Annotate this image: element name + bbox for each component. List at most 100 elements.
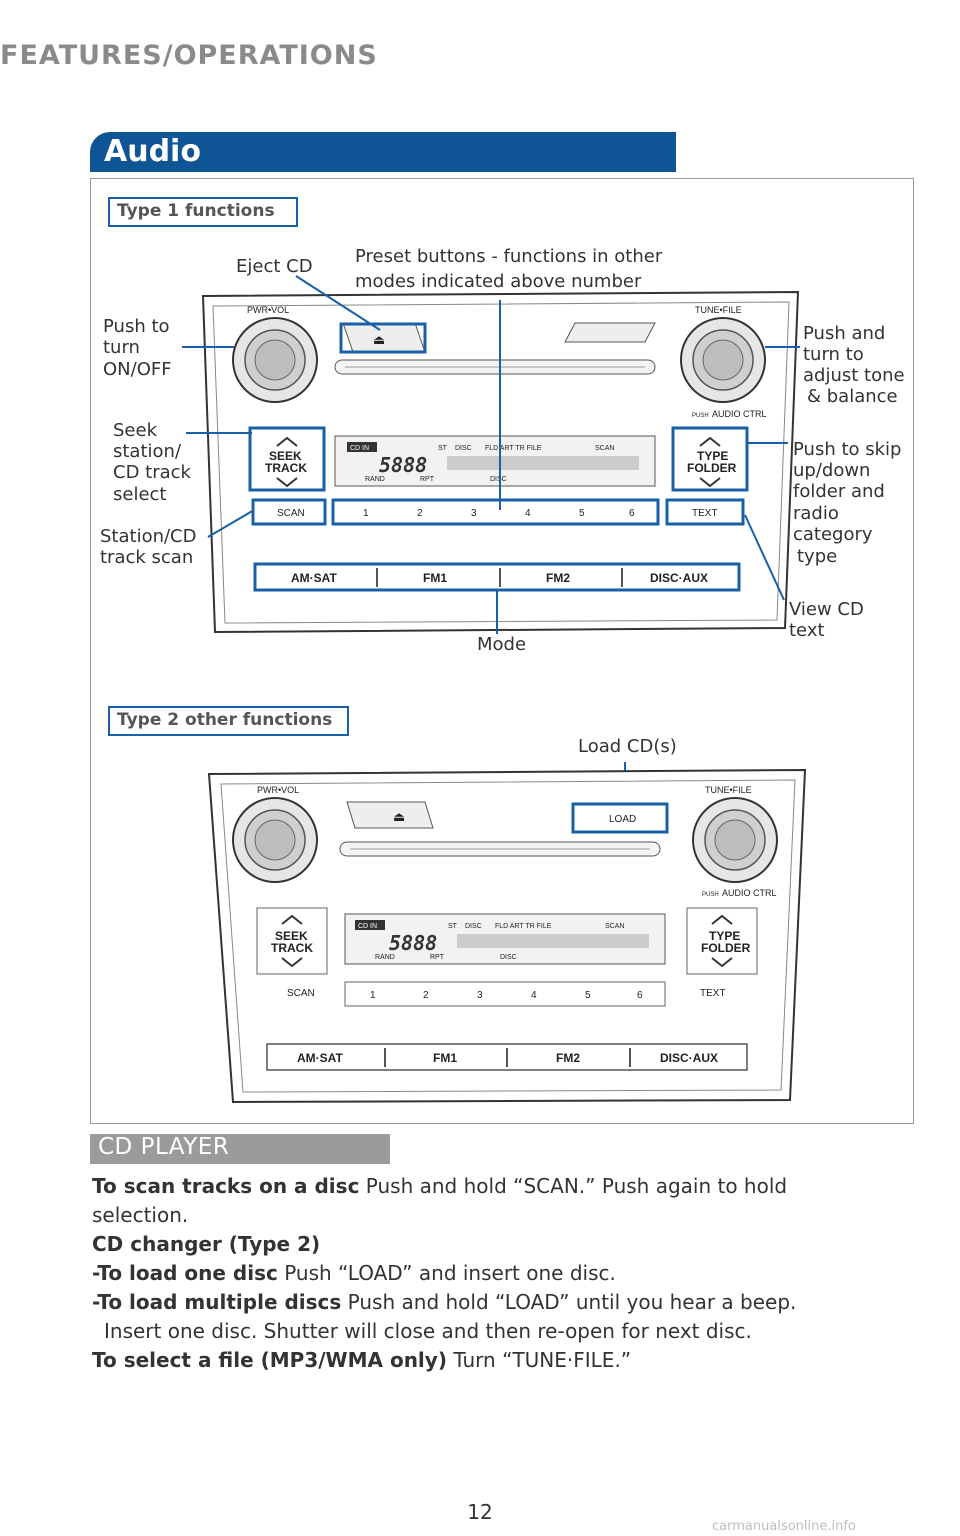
type-folder-button[interactable]: TYPE FOLDER <box>686 907 758 975</box>
display-st: ST <box>438 445 448 452</box>
display-rand: RAND <box>375 954 395 961</box>
preset-4[interactable]: 4 <box>531 990 537 1001</box>
seek-label: SEEK <box>269 449 302 463</box>
cd-player-banner <box>90 1134 390 1164</box>
para-load-multiple-bold: -To load multiple discs <box>92 1290 342 1314</box>
preset-1[interactable]: 1 <box>363 508 369 519</box>
callout-tone-4: & balance <box>807 386 898 407</box>
pwr-vol-knob[interactable] <box>232 797 318 883</box>
cd-player-title: CD PLAYER <box>98 1134 230 1160</box>
para-load-one-bold: -To load one disc <box>92 1261 278 1285</box>
display-scan: SCAN <box>605 923 624 930</box>
mode-fm2[interactable]: FM2 <box>546 571 570 585</box>
callout-viewcd-1: View CD <box>789 599 864 620</box>
preset-4[interactable]: 4 <box>525 508 531 519</box>
callout-seek-3: CD track <box>113 462 191 483</box>
preset-5[interactable]: 5 <box>585 990 591 1001</box>
text-button[interactable]: TEXT <box>700 988 726 999</box>
scan-button[interactable]: SCAN <box>287 988 315 999</box>
type1-callout-lines <box>182 275 800 634</box>
para-load-multiple: -To load multiple discs Push and hold “L… <box>92 1288 932 1317</box>
preset-3[interactable]: 3 <box>477 990 483 1001</box>
mode-fm1[interactable]: FM1 <box>423 571 447 585</box>
para-changer-bold: CD changer (Type 2) <box>92 1232 321 1256</box>
audio-title: Audio <box>104 134 201 169</box>
display-digits: 5888 <box>389 931 437 955</box>
chevron-down-icon <box>276 477 298 488</box>
watermark: carmanualsonline.info <box>712 1519 856 1534</box>
preset-6[interactable]: 6 <box>629 508 635 519</box>
section-header: FEATURES/OPERATIONS <box>0 40 378 71</box>
type-label: TYPE <box>697 449 728 463</box>
display-scan: SCAN <box>595 445 614 452</box>
para-select-file-text: Turn “TUNE·FILE.” <box>446 1348 632 1372</box>
callout-push-on-3: ON/OFF <box>103 359 172 380</box>
cd-in-indicator: CD IN <box>350 445 369 452</box>
seek-label: SEEK <box>275 929 308 943</box>
callout-tone-2: turn to <box>803 344 864 365</box>
callout-push-on-1: Push to <box>103 316 170 337</box>
chevron-up-icon <box>276 436 298 447</box>
mode-fm1[interactable]: FM1 <box>433 1051 457 1065</box>
display-rand: RAND <box>365 476 385 483</box>
mode-am-sat[interactable]: AM·SAT <box>297 1051 343 1065</box>
callout-seek-2: station/ <box>113 441 182 462</box>
callout-tone-3: adjust tone <box>803 365 905 386</box>
callout-eject: Eject CD <box>236 256 313 277</box>
type2-radio-panel: PWR•VOL TUNE•FILE PUSH AUDIO CTRL ⏏ LOAD… <box>207 768 807 1104</box>
display-rpt: RPT <box>420 476 435 483</box>
display-st: ST <box>448 923 458 930</box>
tune-file-knob[interactable] <box>692 797 778 883</box>
chevron-down-icon <box>711 957 733 968</box>
callout-seek-4: select <box>113 484 167 505</box>
pwr-vol-label: PWR•VOL <box>247 305 289 315</box>
preset-3[interactable]: 3 <box>471 508 477 519</box>
display-disc2: DISC <box>500 954 517 961</box>
mode-fm2[interactable]: FM2 <box>556 1051 580 1065</box>
page-number: 12 <box>467 1500 493 1524</box>
seek-track-button[interactable]: SEEK TRACK <box>256 907 328 975</box>
callout-preset-1: Preset buttons - functions in other <box>355 246 663 267</box>
audio-ctrl-label: AUDIO CTRL <box>722 888 777 898</box>
callout-seek-1: Seek <box>113 420 157 441</box>
eject-button[interactable] <box>339 322 427 354</box>
mode-disc-aux[interactable]: DISC·AUX <box>650 571 708 585</box>
type2-title: Type 2 other functions <box>108 706 349 736</box>
callout-tone-1: Push and <box>803 323 886 344</box>
preset-5[interactable]: 5 <box>579 508 585 519</box>
preset-2[interactable]: 2 <box>423 990 429 1001</box>
type-folder-button[interactable] <box>671 426 749 492</box>
type-label: TYPE <box>709 929 740 943</box>
track-label: TRACK <box>271 941 313 955</box>
text-button[interactable] <box>665 498 745 526</box>
mode-am-sat[interactable]: AM·SAT <box>291 571 337 585</box>
scan-button[interactable] <box>251 498 327 526</box>
chevron-down-icon <box>281 957 303 968</box>
display-disc: DISC <box>465 923 482 930</box>
display-disc: DISC <box>455 445 472 452</box>
preset-buttons[interactable] <box>331 498 660 526</box>
callout-skip-4: radio <box>793 503 839 524</box>
para-scan-tracks-bold: To scan tracks on a disc <box>92 1174 360 1198</box>
pwr-vol-label: PWR•VOL <box>257 785 299 795</box>
mode-disc-aux[interactable]: DISC·AUX <box>660 1051 718 1065</box>
chevron-up-icon <box>281 914 303 925</box>
para-select-file-bold: To select a file (MP3/WMA only) <box>92 1348 447 1372</box>
audio-banner <box>90 132 676 172</box>
callout-push-on-2: turn <box>103 337 140 358</box>
preset-1[interactable]: 1 <box>370 990 376 1001</box>
load-button[interactable] <box>571 802 669 834</box>
track-label: TRACK <box>265 461 307 475</box>
tune-file-knob[interactable] <box>680 317 766 403</box>
preset-2[interactable]: 2 <box>417 508 423 519</box>
para-scan-tracks: To scan tracks on a disc Push and hold “… <box>92 1172 932 1201</box>
callout-skip-2: up/down <box>793 460 871 481</box>
callout-skip-6: type <box>797 546 838 567</box>
preset-buttons[interactable] <box>344 981 666 1007</box>
display-fld: FLD ART TR FILE <box>495 923 552 930</box>
para-changer: CD changer (Type 2) <box>92 1230 932 1259</box>
callout-scan-2: track scan <box>100 547 194 568</box>
push-label: PUSH <box>692 413 709 419</box>
pwr-vol-knob[interactable] <box>232 317 318 403</box>
preset-6[interactable]: 6 <box>637 990 643 1001</box>
